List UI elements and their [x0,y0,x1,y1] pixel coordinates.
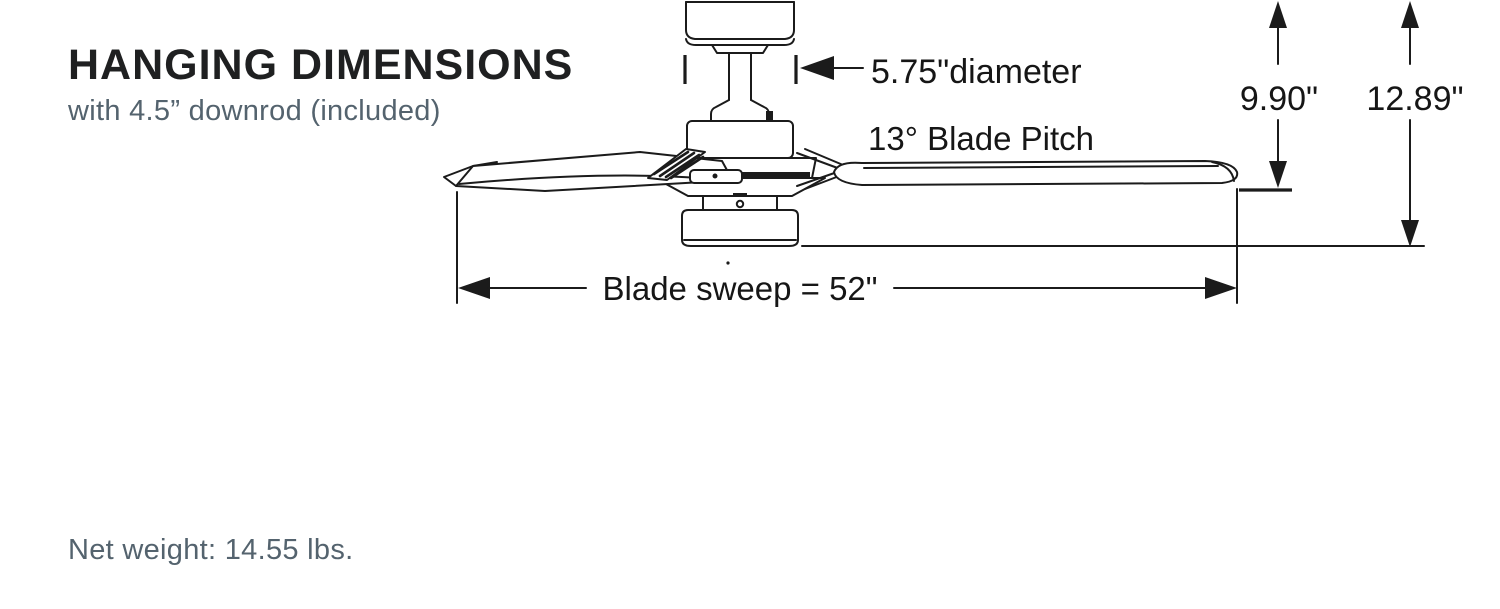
page-subtitle: with 4.5” downrod (included) [68,95,441,128]
blade-pitch-label: 13° Blade Pitch [868,120,1094,157]
dimension-hang-height: 9.90" [1239,1,1318,192]
header: HANGING DIMENSIONS with 4.5” downrod (in… [68,41,574,128]
dimension-canopy-diameter: 5.75"diameter [683,53,1082,91]
dimension-blade-sweep: Blade sweep = 52" [456,188,1238,307]
dimension-overall-height: 12.89" [801,1,1464,247]
net-weight-text: Net weight: 14.55 lbs. [68,534,354,566]
fan-right-blade-drawing [796,148,1239,190]
page-title: HANGING DIMENSIONS [68,41,574,89]
fan-drawing [443,1,1239,265]
hang-height-label: 9.90" [1240,80,1318,118]
fan-left-blade-drawing [443,148,743,192]
blade-sweep-label: Blade sweep = 52" [603,270,878,307]
fan-downrod-drawing [710,52,773,122]
fan-canopy-drawing [685,1,795,54]
overall-height-label: 12.89" [1366,80,1463,118]
stray-dot [726,261,730,265]
fan-light-kit-drawing [681,193,799,265]
canopy-diameter-label: 5.75"diameter [871,53,1082,91]
